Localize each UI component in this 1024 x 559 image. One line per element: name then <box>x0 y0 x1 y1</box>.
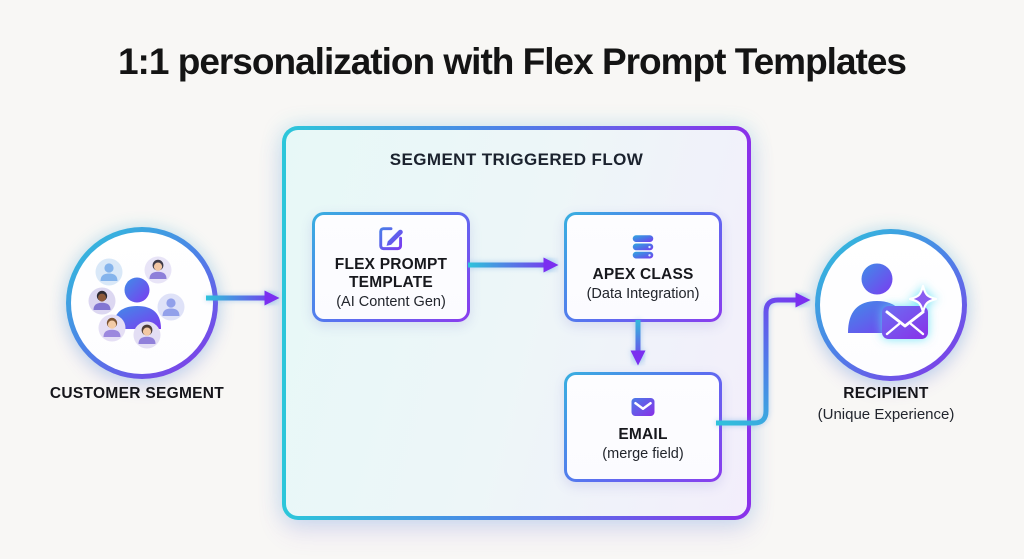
flow-container-title: SEGMENT TRIGGERED FLOW <box>389 150 644 169</box>
person-envelope-sparkle-icon <box>848 263 938 339</box>
database-icon <box>628 232 658 262</box>
apex-node-title: APEX CLASS <box>592 265 694 283</box>
envelope-icon <box>628 392 658 422</box>
recipient-label: RECIPIENT <box>843 385 929 402</box>
email-node-subtitle: (merge field) <box>602 446 684 463</box>
avatar-man-2 <box>98 314 126 342</box>
compose-icon <box>377 224 405 252</box>
page-title: 1:1 personalization with Flex Prompt Tem… <box>117 41 907 82</box>
recipient-node <box>815 229 967 381</box>
avatar-man-1 <box>88 287 116 315</box>
avatar-silhouette-2 <box>157 293 185 321</box>
apex-class-node: APEX CLASS (Data Integration) <box>564 212 722 322</box>
customer-segment-node <box>66 227 218 379</box>
flex-node-title: FLEX PROMPT TEMPLATE <box>334 255 448 291</box>
email-node-title: EMAIL <box>618 425 668 443</box>
email-node: EMAIL (merge field) <box>564 372 722 482</box>
avatar-woman-2 <box>133 321 161 349</box>
sparkle-envelope <box>882 284 938 339</box>
flex-node-subtitle: (AI Content Gen) <box>336 294 446 311</box>
flex-prompt-template-node: FLEX PROMPT TEMPLATE (AI Content Gen) <box>312 212 470 322</box>
apex-node-subtitle: (Data Integration) <box>586 286 700 303</box>
segment-triggered-flow-container: SEGMENT TRIGGERED FLOW FLEX PROMPT TEMPL… <box>282 126 751 520</box>
customer-group-icon <box>88 256 185 349</box>
avatar-woman-1 <box>144 256 172 284</box>
avatar-silhouette-1 <box>95 258 123 286</box>
sparkle-icon <box>908 284 938 314</box>
recipient-sublabel: (Unique Experience) <box>817 406 955 423</box>
customer-segment-label: CUSTOMER SEGMENT <box>49 385 225 402</box>
